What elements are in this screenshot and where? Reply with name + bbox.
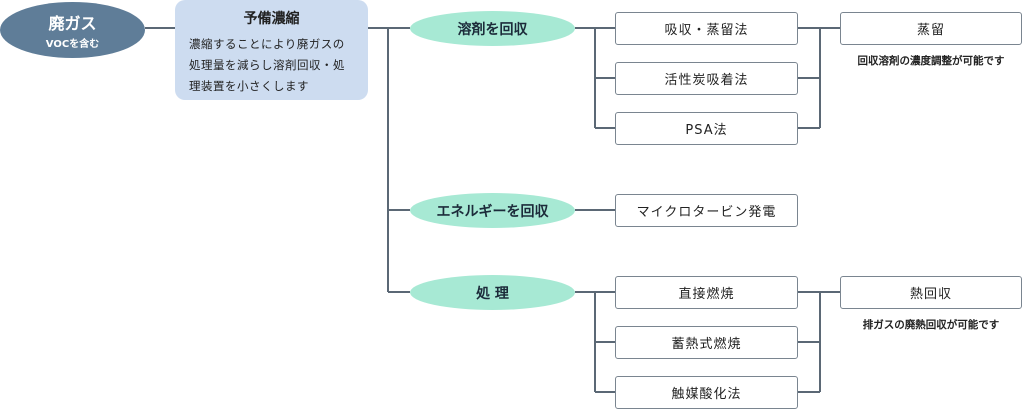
- root-node-waste-gas: 廃ガス VOCを含む: [0, 2, 145, 58]
- root-subtitle: VOCを含む: [45, 39, 100, 50]
- method-box: 直接燃焼: [615, 276, 798, 309]
- preconcentration-title: 予備濃縮: [243, 11, 300, 27]
- branch-treatment: 処 理: [410, 275, 575, 310]
- method-box: 触媒酸化法: [615, 376, 798, 409]
- method-box: 活性炭吸着法: [615, 62, 798, 95]
- connector-pre-branches: [368, 27, 410, 293]
- method-box: マイクロタービン発電: [615, 194, 798, 227]
- connector-treat-methods: [575, 291, 615, 393]
- branch-energy-recovery: エネルギーを回収: [410, 193, 575, 228]
- preconcentration-node: 予備濃縮 濃縮することにより廃ガスの処理量を減らし溶剤回収・処理装置を小さくしま…: [175, 0, 368, 100]
- connector-treat-result: [798, 291, 840, 393]
- method-box: 吸収・蒸留法: [615, 12, 798, 45]
- result-box-distillation: 蒸留: [840, 12, 1022, 45]
- branch-solvent-recovery: 溶剤を回収: [410, 11, 575, 46]
- method-box: 蓄熱式燃焼: [615, 326, 798, 359]
- result-box-heat-recovery: 熱回収: [840, 276, 1022, 309]
- connector-recover-methods: [575, 27, 615, 129]
- connector-recover-result: [798, 27, 840, 129]
- method-box: PSA法: [615, 112, 798, 145]
- result-note-heat-recovery: 排ガスの廃熱回収が可能です: [862, 319, 1000, 331]
- preconcentration-description: 濃縮することにより廃ガスの処理量を減らし溶剤回収・処理装置を小さくします: [189, 37, 345, 93]
- result-note-distillation: 回収溶剤の濃度調整が可能です: [857, 55, 1005, 67]
- root-title: 廃ガス: [48, 14, 97, 33]
